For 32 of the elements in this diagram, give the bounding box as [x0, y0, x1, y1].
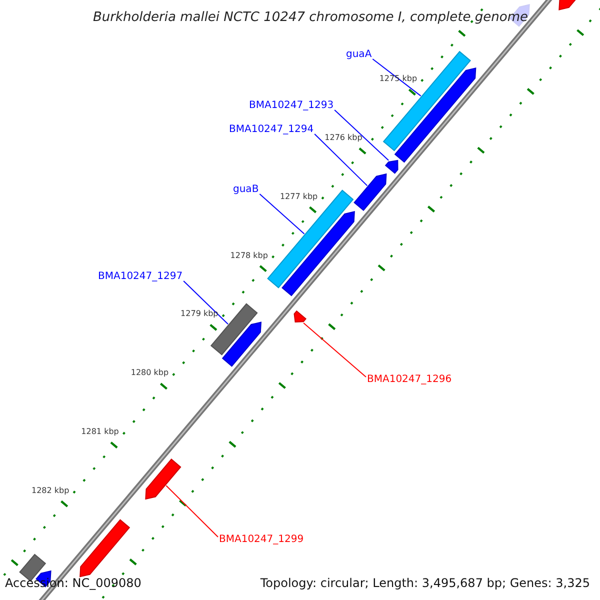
- leader-line: [183, 280, 228, 325]
- title: Burkholderia mallei NCTC 10247 chromosome I, complete genome: [92, 11, 528, 24]
- gene-label: BMA10247_1296: [367, 375, 452, 385]
- scale-label: 1280 kbp: [130, 369, 169, 378]
- leader-line: [314, 134, 368, 186]
- scale-label: 1276 kbp: [324, 134, 362, 142]
- scale-label: 1281 kbp: [81, 428, 119, 436]
- gene-label: BMA10247_1294: [229, 125, 314, 135]
- leader-line: [334, 110, 390, 161]
- scale-label: 1278 kbp: [230, 252, 268, 260]
- leader-line: [303, 322, 366, 378]
- leader-line: [372, 58, 422, 96]
- gene-feature: [558, 0, 576, 10]
- gene-feature: [384, 160, 398, 174]
- gene-feature: [354, 173, 387, 211]
- scale-label: 1277 kbp: [280, 192, 318, 201]
- scale-label: 1279 kbp: [180, 310, 218, 318]
- scale-label: 1282 kbp: [31, 486, 70, 495]
- gene-label: guaB: [233, 185, 259, 195]
- gene-label: BMA10247_1297: [98, 272, 183, 282]
- footer-text: Topology: circular; Length: 3,495,687 bp; Genes: 3,325: [260, 577, 590, 589]
- gene-feature: [282, 211, 355, 296]
- gene-feature: [222, 322, 262, 367]
- gene-label: guaA: [346, 50, 372, 60]
- gene-feature: [80, 519, 130, 578]
- gene-feature: [145, 458, 182, 500]
- gene-feature: [267, 190, 354, 288]
- scale-label: 1275 kbp: [379, 75, 418, 84]
- leader-line: [166, 485, 218, 538]
- gene-label: BMA10247_1299: [219, 535, 304, 545]
- gene-label: BMA10247_1293: [249, 101, 334, 111]
- gene-feature: [294, 310, 306, 322]
